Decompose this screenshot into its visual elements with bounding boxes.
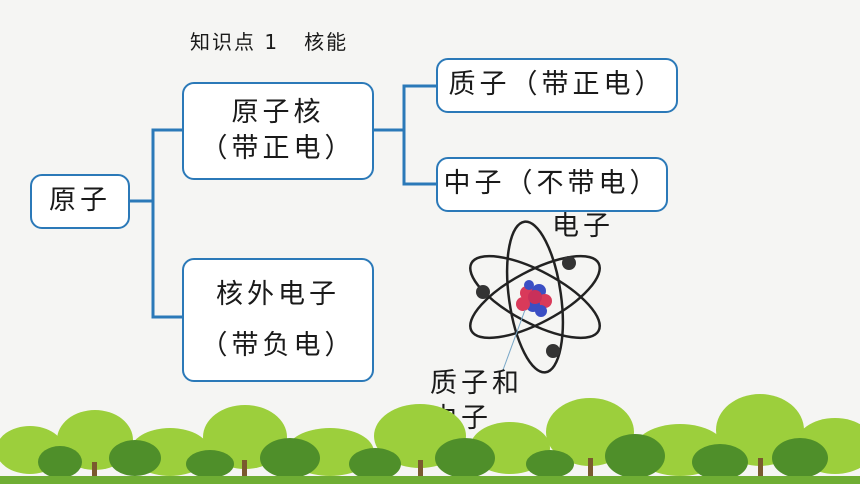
electron-ball bbox=[546, 344, 560, 358]
connector-atom-nucleus bbox=[130, 128, 182, 203]
nucleus-charge-label: （带正电） bbox=[200, 133, 356, 164]
nucleus-cluster bbox=[516, 280, 552, 317]
connector-nucleus-neutron bbox=[402, 130, 436, 186]
electron-label: 电子 bbox=[552, 211, 614, 242]
proton-label: 质子（带正电） bbox=[448, 69, 666, 101]
orbit-2 bbox=[469, 254, 601, 340]
atom-model-illustration bbox=[469, 220, 601, 374]
nucleus-label: 原子核 bbox=[231, 96, 325, 128]
orbit-3 bbox=[505, 220, 565, 374]
neutron-ball bbox=[524, 280, 534, 290]
atom-box: 原子 bbox=[30, 174, 130, 229]
electrons-box: 核外电子 （带负电） bbox=[182, 258, 374, 382]
tree-border-decoration bbox=[0, 394, 860, 484]
nucleons-label-line1: 质子和 bbox=[430, 368, 523, 399]
connector-atom-electrons bbox=[151, 201, 182, 319]
orbit-1 bbox=[469, 254, 601, 340]
atom-label: 原子 bbox=[49, 185, 111, 217]
nucleus-box: 原子核 （带正电） bbox=[182, 82, 374, 180]
neutron-box: 中子（不带电） bbox=[436, 157, 668, 212]
page-title: 知识点 1 核能 bbox=[190, 30, 349, 54]
electron-ball bbox=[562, 256, 576, 270]
proton-ball bbox=[528, 290, 542, 304]
electron-ball bbox=[476, 285, 490, 299]
nucleus-pointer-line bbox=[502, 309, 526, 371]
electrons-label: 核外电子 bbox=[216, 278, 340, 310]
proton-ball bbox=[516, 297, 530, 311]
neutron-label: 中子（不带电） bbox=[443, 168, 661, 200]
connector-nucleus-proton bbox=[374, 84, 436, 132]
proton-box: 质子（带正电） bbox=[436, 58, 678, 113]
electrons-charge-label: （带负电） bbox=[200, 330, 356, 361]
neutron-ball bbox=[535, 305, 547, 317]
